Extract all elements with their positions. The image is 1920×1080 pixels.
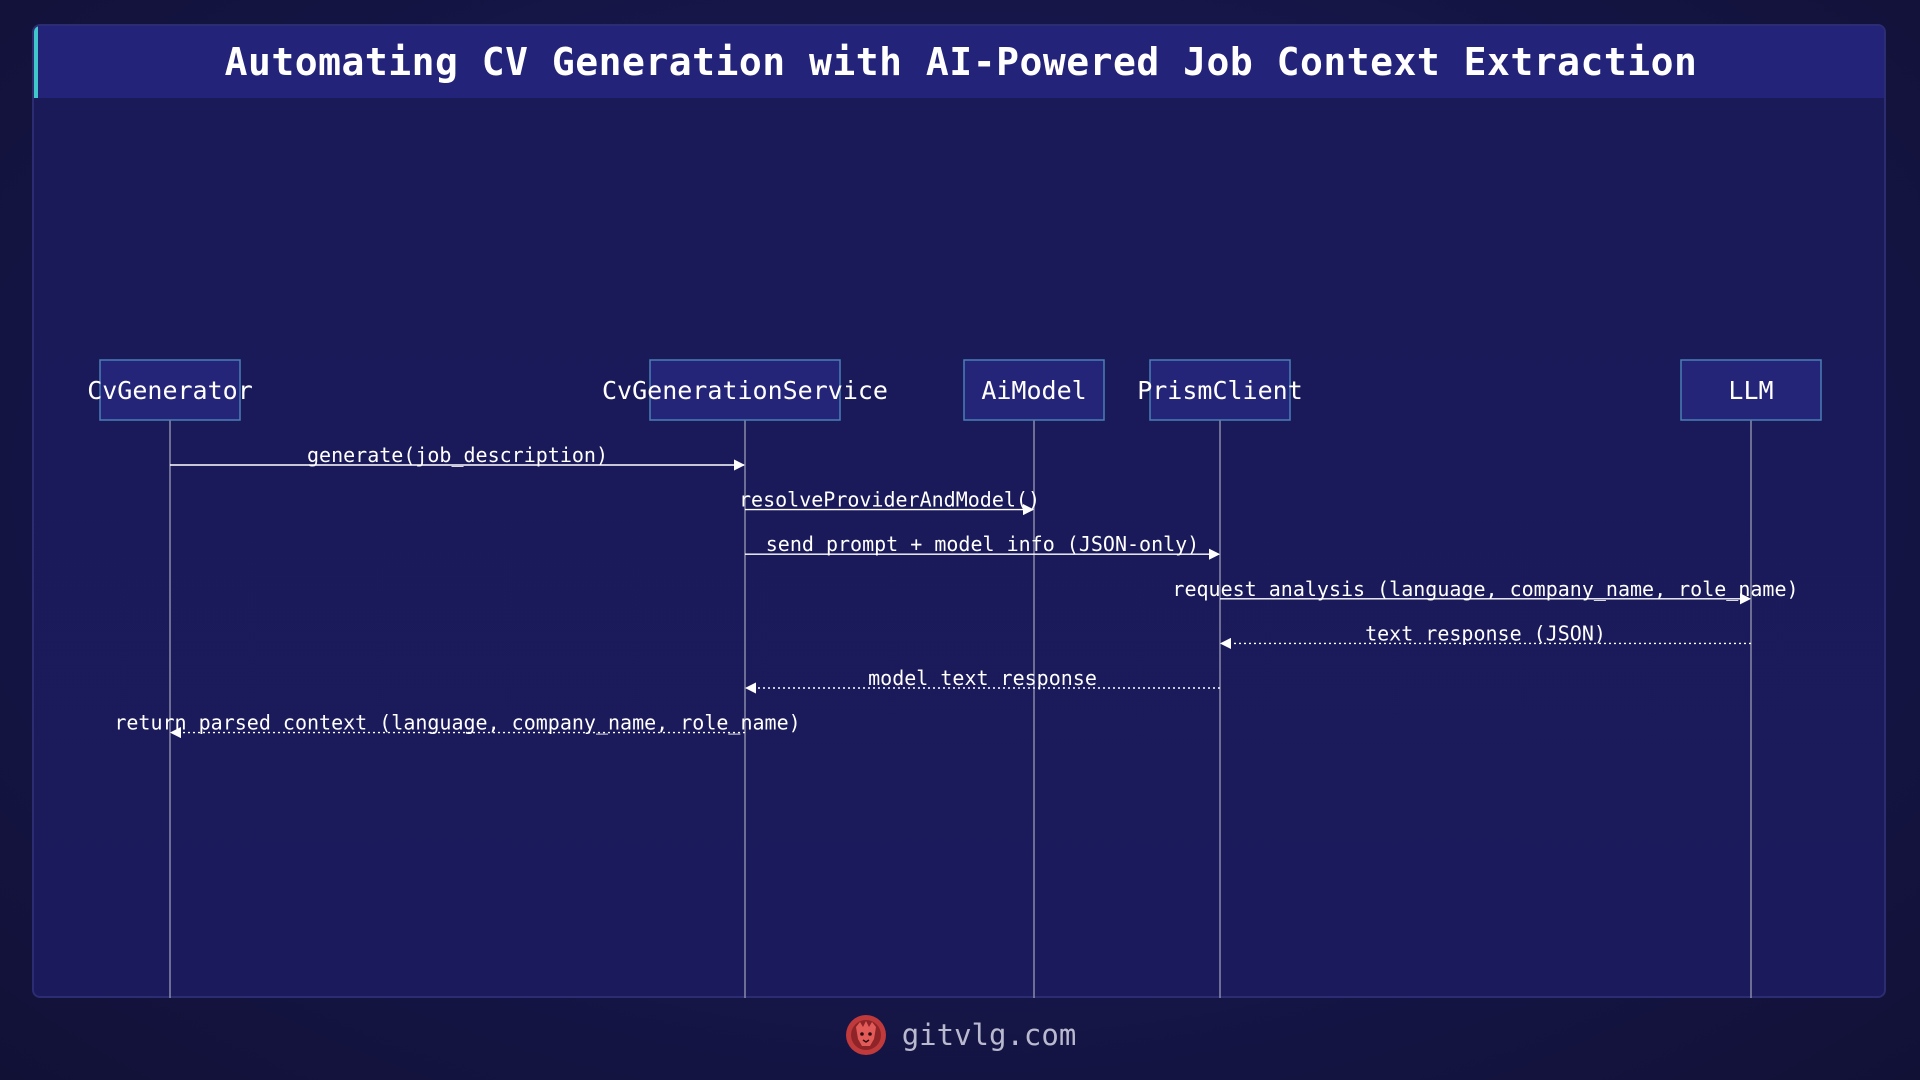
participant-box [649,359,841,421]
participant-label: CvGenerationService [602,376,888,405]
lion-head-icon [845,1015,886,1055]
message-label: resolveProviderAndModel() [739,488,1040,512]
participant-cv-generator: CvGenerator [87,359,253,421]
message-label: request analysis (language, company_name… [1172,577,1798,601]
message-6: model text response [744,666,1220,694]
message-label: send prompt + model info (JSON-only) [766,532,1199,556]
participant-llm: LLM [1680,359,1822,421]
participant-label: PrismClient [1137,376,1303,405]
participant-box [99,359,241,421]
message-label: text response (JSON) [1365,621,1606,645]
message-1: generate(job_description) [170,443,746,471]
sequence-diagram: generate(job_description) resolveProvider… [87,359,1822,998]
participant-label: AiModel [981,376,1086,405]
title-bar: Automating CV Generation with AI-Powered… [34,26,1884,98]
participant-label: LLM [1728,376,1773,405]
participant-box [1680,359,1822,421]
page-title: Automating CV Generation with AI-Powered… [224,40,1698,84]
participant-label: CvGenerator [87,376,253,405]
participants: CvGenerator CvGenerationService AiModel Pri… [87,359,1822,421]
message-label: model text response [868,666,1097,690]
footer: gitvlg.com [0,1010,1920,1060]
message-4: request analysis (language, company_name… [1172,577,1799,605]
message-3: send prompt + model info (JSON-only) [745,532,1221,560]
messages: generate(job_description) resolveProvider… [114,443,1799,739]
footer-site: gitvlg.com [901,1018,1077,1052]
lifelines [169,420,1752,998]
message-5: text response (JSON) [1219,621,1751,650]
participant-box [1149,359,1291,421]
message-7: return parsed context (language, company… [114,711,801,739]
diagram-panel: Automating CV Generation with AI-Powered… [32,24,1886,998]
participant-cv-generation-service: CvGenerationService [602,359,888,421]
message-2: resolveProviderAndModel() [739,488,1040,516]
participant-prism-client: PrismClient [1137,359,1303,421]
message-label: generate(job_description) [307,443,608,467]
participant-ai-model: AiModel [963,359,1105,421]
message-label: return parsed context (language, company… [114,711,800,735]
participant-box [963,359,1105,421]
